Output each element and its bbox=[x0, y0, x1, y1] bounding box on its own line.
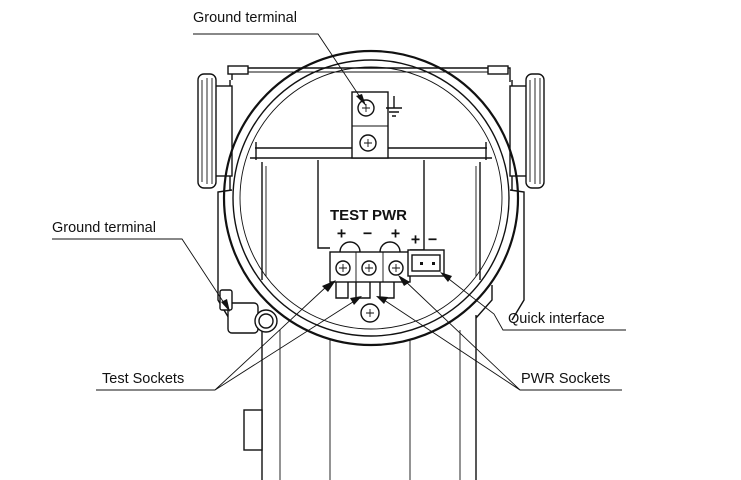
pwr-plus-marking: + bbox=[391, 224, 400, 242]
terminal-block bbox=[329, 241, 411, 323]
leader-quick-interface bbox=[444, 275, 626, 331]
ground-symbol-icon bbox=[386, 96, 402, 117]
test-marking: TEST bbox=[330, 207, 368, 224]
pwr-sockets-label: PWR Sockets bbox=[521, 371, 610, 387]
quick-interface-connector bbox=[407, 249, 445, 277]
leader-ground-top bbox=[193, 33, 363, 101]
leader-ground-left bbox=[52, 238, 227, 307]
qi-plus-marking: + bbox=[411, 230, 420, 248]
terminal-markings: TEST PWR + − + + − bbox=[330, 207, 437, 248]
right-cable-gland bbox=[509, 73, 545, 189]
leader-test-sockets bbox=[96, 286, 357, 391]
qi-minus-marking: − bbox=[428, 230, 437, 248]
leader-lines bbox=[52, 33, 626, 391]
ground-terminal-top-label: Ground terminal bbox=[193, 10, 297, 26]
test-plus-marking: + bbox=[337, 224, 346, 242]
lower-housing bbox=[243, 285, 493, 480]
ground-terminal-left-label: Ground terminal bbox=[52, 220, 156, 236]
external-ground-terminal bbox=[219, 289, 278, 334]
leader-pwr-sockets bbox=[383, 278, 622, 391]
quick-interface-label: Quick interface bbox=[508, 311, 605, 327]
left-cable-gland bbox=[197, 73, 233, 189]
test-minus-marking: − bbox=[363, 224, 372, 242]
test-sockets-label: Test Sockets bbox=[102, 371, 184, 387]
pwr-marking: PWR bbox=[372, 207, 407, 224]
internal-ground-terminal bbox=[357, 96, 402, 152]
